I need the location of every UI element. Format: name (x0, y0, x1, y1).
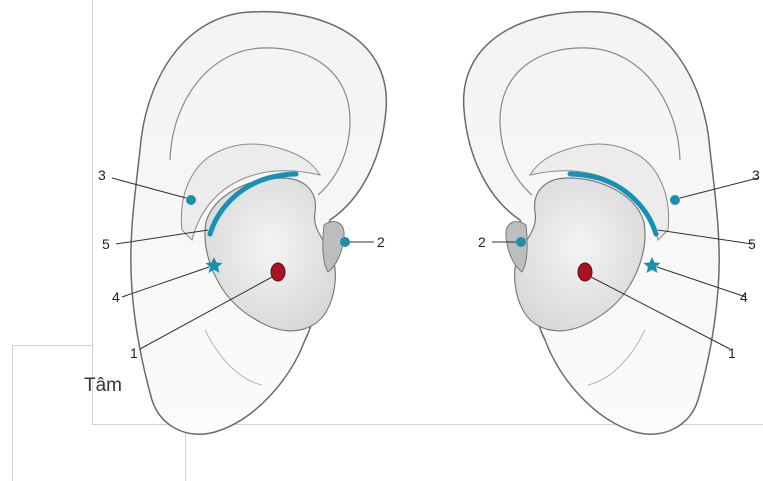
left-point-2-marker (340, 237, 350, 247)
right-point-3-marker (670, 195, 680, 205)
right-label-4: 4 (740, 289, 748, 305)
right-label-2: 2 (478, 234, 486, 250)
left-ear: 3 5 4 1 2 (98, 12, 386, 434)
left-point-1-red-dot-icon (271, 263, 285, 281)
right-label-1: 1 (728, 345, 736, 361)
left-label-3: 3 (98, 167, 106, 183)
left-label-2: 2 (377, 234, 385, 250)
right-point-2-marker (516, 237, 526, 247)
left-label-1: 1 (130, 345, 138, 361)
caption-label: Tâm (84, 375, 122, 397)
left-label-4: 4 (112, 289, 120, 305)
right-label-5: 5 (748, 236, 756, 252)
right-label-3: 3 (752, 167, 760, 183)
left-label-5: 5 (102, 236, 110, 252)
right-tragus (506, 222, 527, 272)
right-point-1-red-dot-icon (578, 263, 592, 281)
right-ear (464, 12, 758, 434)
left-point-3-marker (186, 195, 196, 205)
left-tragus (323, 222, 344, 272)
